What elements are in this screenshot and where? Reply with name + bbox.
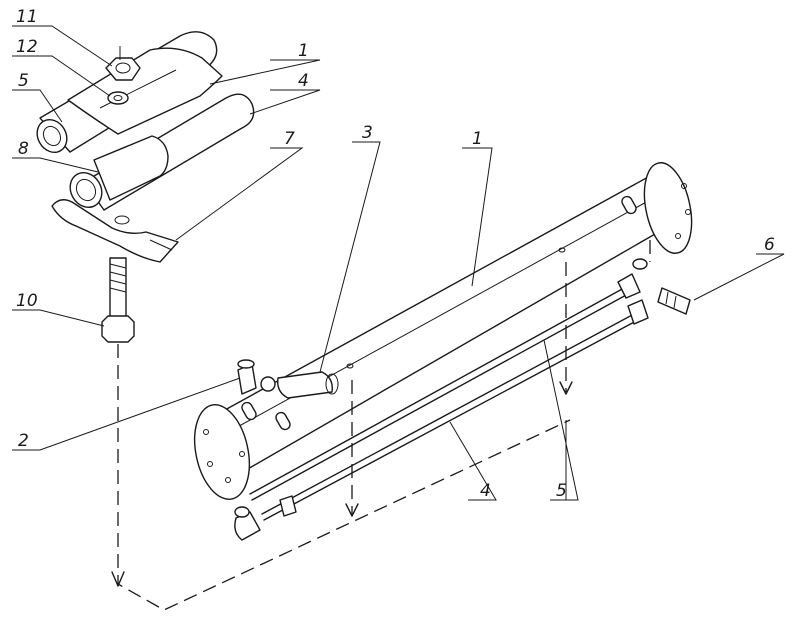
slot-left-2: [275, 411, 291, 431]
heater-tube-assembly: [193, 162, 693, 541]
callout-3: 3: [362, 123, 373, 143]
callout-4-top: 4: [298, 71, 309, 91]
left-elbow: [234, 511, 261, 541]
right-flange: [643, 162, 693, 254]
callout-1-main: 1: [472, 129, 483, 149]
callout-8: 8: [18, 139, 29, 159]
callout-10: 10: [16, 291, 38, 311]
pipe-5-end: [36, 118, 68, 154]
slot-left-1: [241, 401, 257, 421]
callout-1-top: 1: [298, 41, 309, 61]
callout-12: 12: [16, 37, 38, 57]
callout-7: 7: [284, 129, 295, 149]
callout-5-main: 5: [556, 481, 567, 501]
right-elbow-lower: [627, 299, 649, 325]
assembly-dashed-lines: [111, 240, 651, 611]
pipe-4-line: [261, 313, 639, 521]
clamp-detail-assembly: [36, 31, 255, 343]
right-elbow-upper: [617, 273, 641, 299]
callout-6: 6: [764, 235, 775, 255]
left-union: [279, 495, 297, 517]
lower-clamp-7: [51, 199, 179, 263]
fitting-6: [657, 287, 691, 315]
washer-12: [107, 91, 129, 105]
callout-11: 11: [16, 7, 38, 27]
inlet-fitting-3: [277, 371, 333, 399]
callout-2: 2: [18, 431, 29, 451]
bolt-10-head: [101, 315, 135, 343]
pipe-5-line: [249, 287, 629, 501]
clamp-plate-1: [67, 47, 223, 135]
callout-labels: 11 12 5 8 1 4 7 3 1 6 10 2 4 5: [16, 7, 775, 501]
callout-5-top: 5: [18, 71, 29, 91]
nut-11: [105, 57, 141, 81]
left-flange: [193, 404, 251, 500]
sleeve-8: [93, 135, 169, 201]
slot-right: [621, 195, 637, 215]
callout-4-main: 4: [480, 481, 491, 501]
callout-leaders: [12, 25, 785, 501]
pipe-4-end: [69, 172, 103, 208]
